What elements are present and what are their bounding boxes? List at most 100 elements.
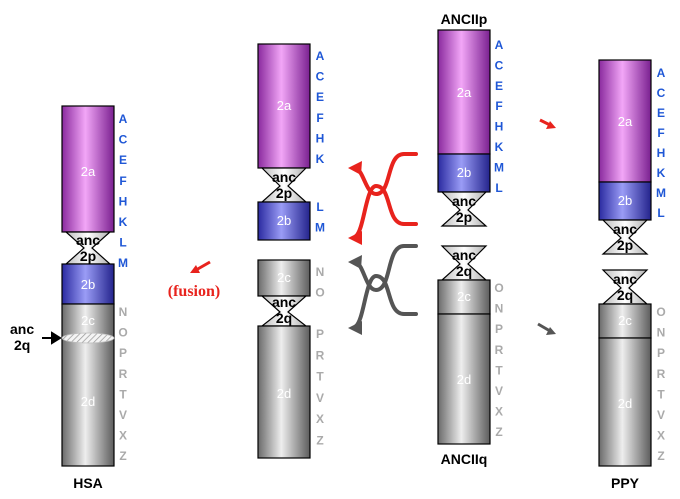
locus-letter-hsa-blue: E (119, 153, 127, 167)
anc-cen-p-label-2: 2p (456, 209, 472, 225)
locus-letter-ppy-gray: N (657, 326, 666, 340)
ppy-gray-arrowhead-icon (546, 327, 556, 335)
hsa-fusion-site (61, 332, 115, 344)
locus-letter-mid-blue1: E (316, 90, 324, 104)
anc-segment-2d (437, 313, 491, 445)
red-curve-lower (354, 183, 418, 238)
ppy-title: PPY (611, 475, 640, 491)
pointer-label-line1: anc (10, 321, 34, 337)
ppy-segment-2d (598, 337, 652, 467)
locus-letter-mid-blue2: L (316, 200, 323, 214)
anc-2b-label: 2b (457, 165, 471, 180)
locus-letter-hsa-gray: X (119, 429, 127, 443)
locus-letter-mid-blue1: A (316, 49, 325, 63)
locus-letter-hsa-blue: A (119, 112, 128, 126)
locus-letter-hsa-blue: L (119, 236, 126, 250)
locus-letter-hsa-gray: O (118, 326, 127, 340)
locus-letter-mid-gray2: T (316, 370, 324, 384)
locus-letter-ppy-blue: M (656, 186, 666, 200)
gray-curve-upper (354, 244, 418, 293)
locus-letter-anc-blue: L (495, 181, 502, 195)
anc-centromere-p (440, 191, 488, 227)
locus-letter-ppy-gray: O (656, 305, 665, 319)
locus-letter-mid-gray2: X (316, 412, 324, 426)
hsa-2b-label: 2b (81, 277, 95, 292)
red-bracket-arrows (348, 152, 418, 245)
locus-letter-ppy-gray: T (657, 387, 665, 401)
anc-segment-2c (437, 279, 491, 315)
hsa-2a-label: 2a (81, 164, 96, 179)
mid-cen-q-label-1: anc (272, 294, 296, 310)
locus-letter-anc-gray: X (495, 405, 503, 419)
locus-letter-anc-gray: V (495, 384, 503, 398)
ppy-cen-q-label-2: 2q (617, 287, 633, 303)
locus-letter-ppy-gray: R (657, 367, 666, 381)
mid-segment-2c (257, 259, 311, 297)
locus-letter-anc-blue: C (495, 58, 504, 72)
hsa-centromere-label-2: 2p (80, 248, 96, 264)
locus-letter-anc-gray: T (495, 363, 503, 377)
locus-letter-ppy-blue: C (657, 86, 666, 100)
anc-cen-q-label-2: 2q (456, 263, 472, 279)
ppy-2b-label: 2b (618, 193, 632, 208)
locus-letter-ppy-blue: K (657, 166, 666, 180)
hsa-segment-2d (61, 337, 115, 467)
ppy-cen-p-label-1: anc (613, 221, 637, 237)
gray-bracket-arrows (348, 244, 418, 335)
mid-segment-2b (257, 201, 311, 241)
locus-letter-hsa-blue: C (119, 133, 128, 147)
locus-letter-anc-gray: P (495, 322, 503, 336)
anc-2a-label: 2a (457, 85, 472, 100)
locus-letter-mid-gray1: O (315, 286, 324, 300)
mid-cen-q-label-2: 2q (276, 310, 292, 326)
gray-arrowhead-upper-icon (348, 255, 362, 269)
ppy-2c-label: 2c (618, 313, 632, 328)
locus-letter-anc-blue: M (494, 160, 504, 174)
ppy-arrows (537, 118, 556, 335)
hsa-pointer: anc 2q (10, 321, 62, 353)
locus-letter-ppy-blue: A (657, 66, 666, 80)
locus-letter-anc-gray: O (494, 281, 503, 295)
locus-letter-mid-blue1: H (316, 131, 325, 145)
anc2p-title: ANCIIp (441, 11, 488, 27)
locus-letter-anc-gray: Z (495, 425, 502, 439)
middle-chromosome: 2a anc 2p 2b 2c anc 2q 2d (257, 43, 311, 459)
locus-letter-ppy-blue: E (657, 106, 665, 120)
ppy-chromosome: 2a 2b anc 2p anc 2q 2c 2d PPY (598, 59, 652, 491)
locus-letter-mid-blue1: K (316, 152, 325, 166)
mid-2a-label: 2a (277, 98, 292, 113)
locus-letter-anc-blue: F (495, 99, 502, 113)
red-arrowhead-lower-icon (348, 231, 362, 245)
locus-letter-anc-gray: R (495, 343, 504, 357)
hsa-chromosome: 2a anc 2p 2b 2c 2d HSA (61, 105, 115, 491)
gray-curve-lower (354, 273, 418, 328)
locus-letter-mid-blue1: C (316, 70, 325, 84)
mid-2d-label: 2d (277, 386, 291, 401)
anc-2c-label: 2c (457, 289, 471, 304)
red-arrowhead-upper-icon (348, 161, 362, 175)
hsa-segment-2c (61, 303, 115, 339)
ppy-2d-label: 2d (618, 396, 632, 411)
ppy-segment-2b (598, 181, 652, 221)
ppy-cen-q-label-1: anc (613, 271, 637, 287)
mid-2c-label: 2c (277, 270, 291, 285)
hsa-2d-label: 2d (81, 394, 95, 409)
locus-letter-anc-gray: N (495, 302, 504, 316)
locus-letter-hsa-gray: Z (119, 449, 126, 463)
locus-letter-hsa-blue: M (118, 256, 128, 270)
locus-letter-ppy-gray: Z (657, 449, 664, 463)
pointer-label-line2: 2q (14, 337, 30, 353)
fusion-arrow: (fusion) (168, 260, 220, 300)
anc-segment-2b (437, 153, 491, 193)
locus-letter-ppy-blue: H (657, 146, 666, 160)
anc-cen-p-label-1: anc (452, 193, 476, 209)
locus-letter-hsa-gray: P (119, 346, 127, 360)
locus-letter-hsa-gray: N (119, 305, 128, 319)
ppy-2a-label: 2a (618, 114, 633, 129)
anc-2d-label: 2d (457, 372, 471, 387)
hsa-2c-label: 2c (81, 313, 95, 328)
anc2q-title: ANCIIq (441, 451, 488, 467)
locus-letter-hsa-blue: K (119, 215, 128, 229)
locus-letter-anc-blue: K (495, 140, 504, 154)
ppy-cen-p-label-2: 2p (617, 237, 633, 253)
